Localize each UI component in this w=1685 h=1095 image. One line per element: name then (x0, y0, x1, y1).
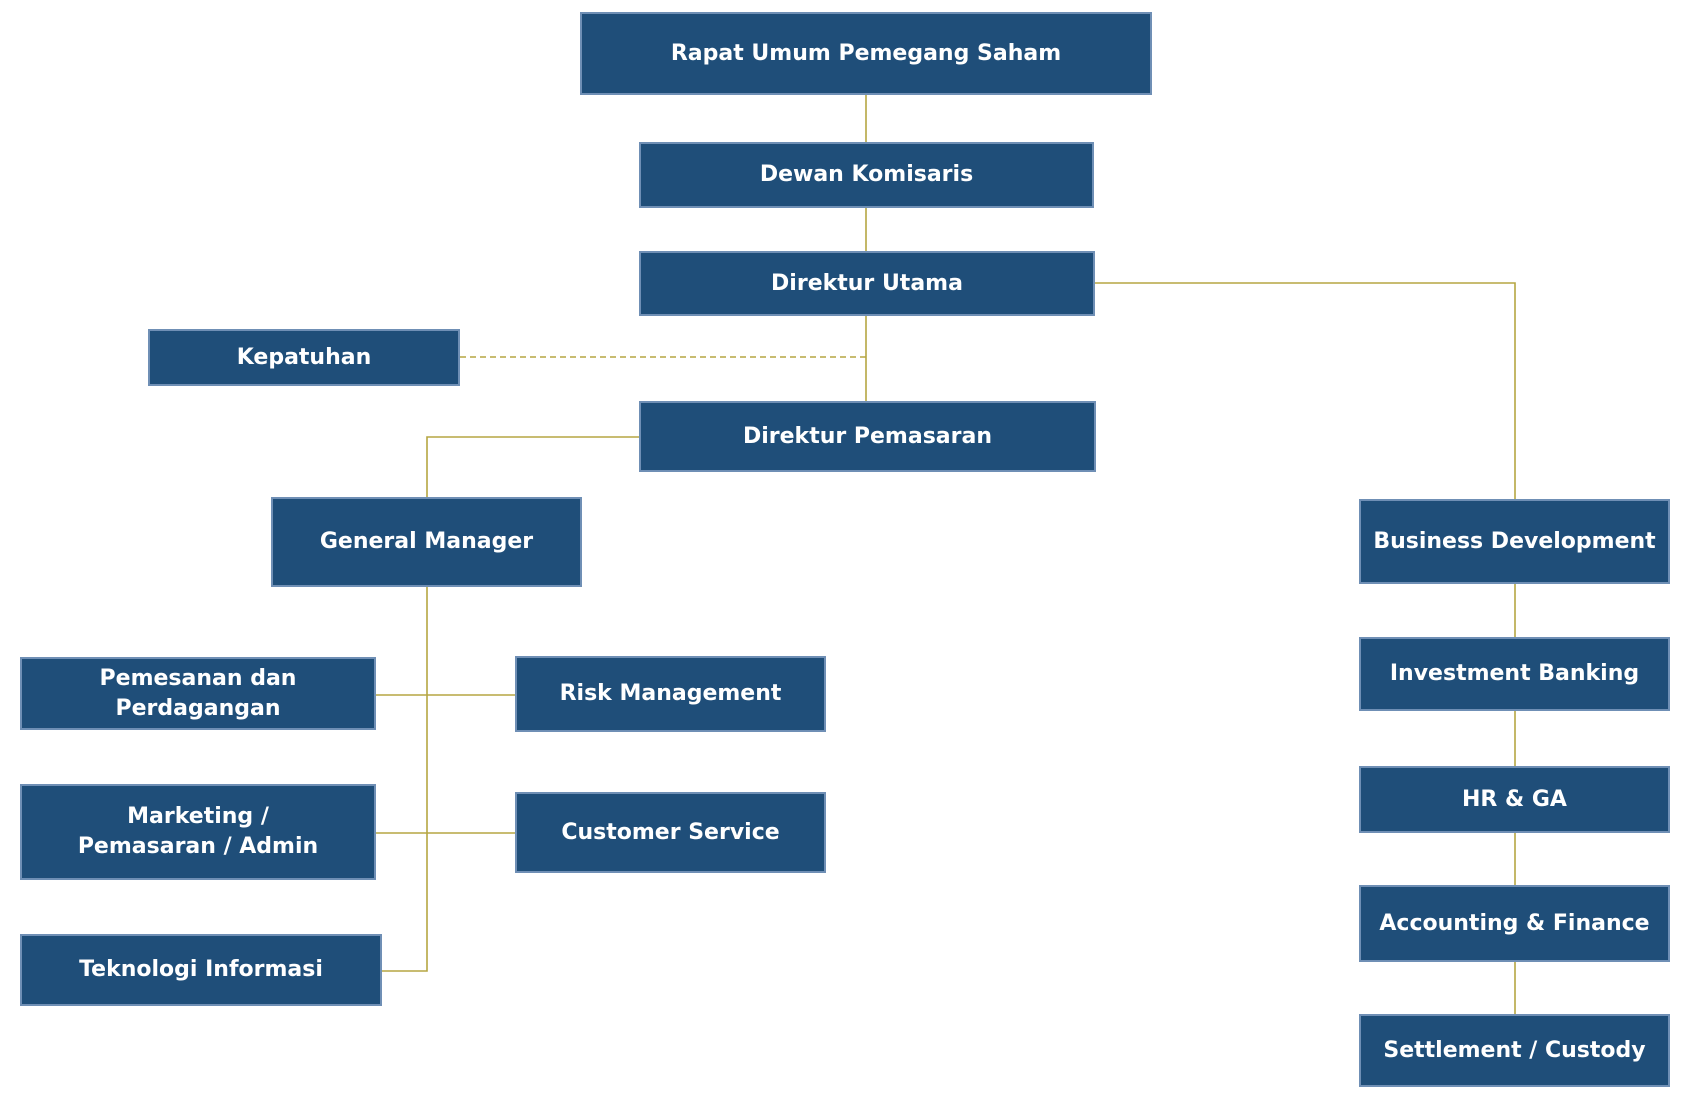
box-accounting-finance-label: Accounting & Finance (1379, 910, 1650, 936)
box-rups: Rapat Umum Pemegang Saham (580, 12, 1152, 95)
box-general-manager-label: General Manager (319, 529, 534, 554)
box-pemesanan-perdagangan-label: Pemesanan dan Perdagangan (99, 665, 297, 721)
box-pemesanan-perdagangan: Pemesanan dan Perdagangan (20, 657, 376, 730)
box-direktur-pemasaran-label: Direktur Pemasaran (742, 423, 992, 449)
box-settlement-custody: Settlement / Custody (1359, 1014, 1670, 1087)
box-kepatuhan: Kepatuhan (148, 329, 460, 386)
box-hr-ga-label: HR & GA (1462, 786, 1567, 812)
box-dewan-komisaris: Dewan Komisaris (639, 142, 1094, 208)
box-teknologi-informasi: Teknologi Informasi (20, 934, 382, 1006)
box-kepatuhan-label: Kepatuhan (236, 344, 372, 370)
box-investment-banking-label: Investment Banking (1389, 661, 1640, 686)
connector-dirpem-gm (426, 436, 639, 498)
box-business-development: Business Development (1359, 499, 1670, 584)
box-direktur-pemasaran: Direktur Pemasaran (639, 401, 1096, 472)
box-customer-service-label: Customer Service (561, 819, 780, 845)
box-direktur-utama-label: Direktur Utama (771, 270, 963, 296)
box-investment-banking: Investment Banking (1359, 637, 1670, 711)
box-risk-management: Risk Management (515, 656, 826, 732)
box-rups-label: Rapat Umum Pemegang Saham (670, 40, 1062, 66)
connector-gm-trunk (382, 587, 428, 972)
box-marketing-label: Marketing / Pemasaran / Admin (77, 804, 319, 859)
box-teknologi-informasi-label: Teknologi Informasi (79, 957, 323, 982)
connector-dirut-bizdev (1095, 282, 1516, 500)
box-marketing: Marketing / Pemasaran / Admin (20, 784, 376, 880)
box-accounting-finance: Accounting & Finance (1359, 885, 1670, 962)
box-risk-management-label: Risk Management (559, 681, 782, 706)
box-dewan-komisaris-label: Dewan Komisaris (759, 162, 974, 187)
box-direktur-utama: Direktur Utama (639, 251, 1095, 316)
box-hr-ga: HR & GA (1359, 766, 1670, 833)
box-business-development-label: Business Development (1373, 528, 1656, 554)
box-customer-service: Customer Service (515, 792, 826, 873)
box-settlement-custody-label: Settlement / Custody (1383, 1037, 1646, 1063)
box-general-manager: General Manager (271, 497, 582, 587)
